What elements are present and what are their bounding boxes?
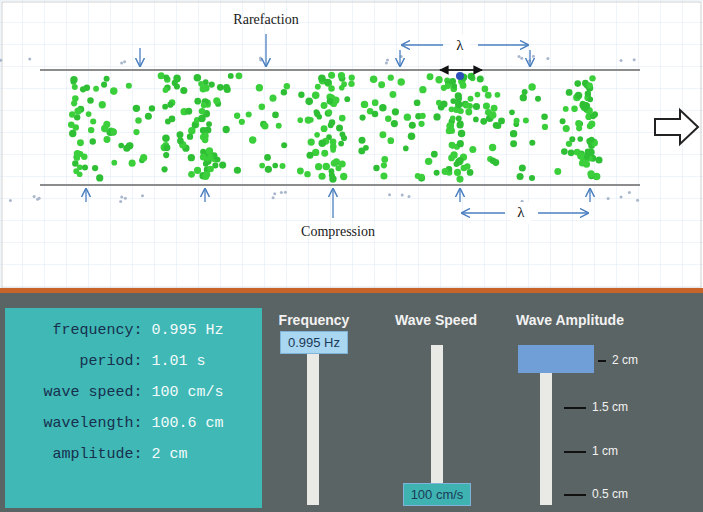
- quantity-value: 100 cm/s: [152, 384, 251, 401]
- slider-heading: Wave Amplitude: [516, 312, 624, 328]
- quantity-name: period:: [17, 353, 143, 370]
- slider-ticks: [564, 361, 606, 495]
- thumb-value: 100 cm/s: [411, 487, 464, 502]
- quantity-name: wavelength:: [17, 415, 143, 432]
- slider-heading: Frequency: [279, 312, 350, 328]
- wave-feature-label: Compression: [301, 224, 375, 240]
- quantity-name: wave speed:: [17, 384, 143, 401]
- wavelength-symbol: λ: [511, 202, 530, 223]
- tube-wall: [40, 184, 640, 186]
- control-panel: [0, 293, 703, 512]
- readout-panel: frequency: 0.995 Hz period: 1.01 s wave spee…: [5, 308, 262, 508]
- direction-arrow: [655, 110, 698, 144]
- tick-label: 1.5 cm: [592, 401, 628, 415]
- tick-label: 1 cm: [592, 445, 618, 459]
- rarefaction-arrows: [140, 34, 530, 66]
- grid: [0, 0, 703, 290]
- slider-thumb: [518, 345, 594, 373]
- slider-track: [431, 345, 443, 505]
- thumb-value: 0.995 Hz: [288, 335, 340, 350]
- quantity-value: 1.01 s: [152, 353, 251, 370]
- slider-track: [307, 345, 319, 505]
- displacement-arrow: [440, 69, 482, 71]
- frame: [2, 2, 701, 288]
- background: [0, 0, 703, 290]
- quantity-name: frequency:: [17, 322, 143, 339]
- quantity-value: 0.995 Hz: [152, 322, 251, 339]
- marked-particle: [456, 72, 464, 80]
- quantity-value: 2 cm: [152, 446, 251, 463]
- slider-thumb: 100 cm/s: [403, 483, 472, 506]
- divider-bar: [0, 288, 703, 293]
- quantity-name: amplitude:: [17, 446, 143, 463]
- particles: [0, 55, 639, 203]
- wavelength-symbol: λ: [450, 35, 469, 56]
- slider-heading: Wave Speed: [395, 312, 477, 328]
- quantity-value: 100.6 cm: [152, 415, 251, 432]
- tick-label: 2 cm: [612, 354, 638, 368]
- tube-wall: [40, 69, 640, 71]
- tick-label: 0.5 cm: [592, 488, 628, 502]
- slider-thumb: 0.995 Hz: [280, 331, 348, 354]
- wave-feature-label: Rarefaction: [233, 12, 298, 28]
